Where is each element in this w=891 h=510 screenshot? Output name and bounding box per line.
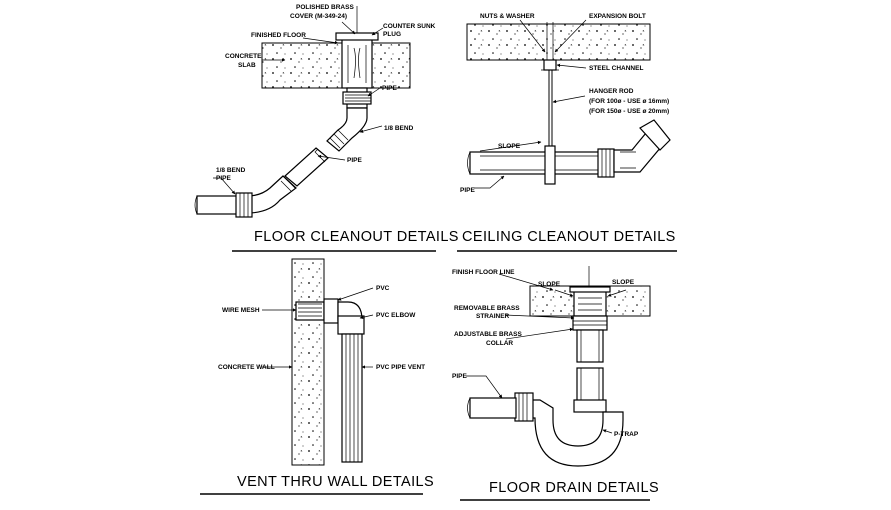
- label-finish-floor-line: FINISH FLOOR LINE: [452, 269, 515, 276]
- cleanout-cap: [639, 119, 671, 151]
- label-plug-2: PLUG: [383, 31, 401, 38]
- label-cover-spec: COVER (M-349-24): [290, 13, 347, 20]
- drain-pipe: [469, 397, 517, 419]
- steel-channel: [543, 59, 557, 71]
- ceiling-cleanout-detail: NUTS & WASHER EXPANSION BOLT STEEL CHANN…: [457, 13, 677, 252]
- brass-cover: [335, 32, 379, 41]
- label-collar-2: COLLAR: [486, 340, 513, 347]
- label-steel-channel: STEEL CHANNEL: [589, 65, 643, 72]
- label-p-trap: P-TRAP: [614, 431, 639, 438]
- title-floor-cleanout: FLOOR CLEANOUT DETAILS: [254, 229, 459, 245]
- label-pipe: PIPE: [460, 187, 475, 194]
- label-pipe: PIPE: [452, 373, 467, 380]
- label-finished-floor: FINISHED FLOOR: [251, 32, 306, 39]
- ceiling-pipe: [469, 151, 606, 175]
- label-pipe-lower: PIPE: [216, 175, 231, 182]
- ceiling-slab: [466, 23, 651, 61]
- label-strainer-2: STRAINER: [476, 313, 510, 320]
- label-pipe-upper: PIPE: [382, 85, 397, 92]
- label-pipe-middle: PIPE: [347, 157, 362, 164]
- label-pvc: PVC: [376, 285, 390, 292]
- label-expansion-bolt: EXPANSION BOLT: [589, 13, 646, 20]
- title-ceiling-cleanout: CEILING CLEANOUT DETAILS: [462, 229, 676, 245]
- brass-collar: [572, 315, 608, 331]
- floor-cleanout-detail: POLISHED BRASS COVER (M-349-24) COUNTER …: [194, 4, 459, 252]
- vent-wall-detail: PVC WIRE MESH PVC ELBOW CONCRETE WALL PV…: [200, 258, 434, 495]
- label-wire-mesh: WIRE MESH: [222, 307, 260, 314]
- title-floor-drain: FLOOR DRAIN DETAILS: [489, 480, 659, 496]
- label-hanger-rod-100: (FOR 100ø - USE ø 16mm): [589, 98, 669, 105]
- label-bend-upper: 1/8 BEND: [384, 125, 414, 132]
- label-hanger-rod: HANGER ROD: [589, 88, 634, 95]
- label-plug: COUNTER SUNK: [383, 23, 436, 30]
- title-vent-wall: VENT THRU WALL DETAILS: [237, 474, 434, 490]
- label-concrete-wall: CONCRETE WALL: [218, 364, 275, 371]
- label-pvc-pipe-vent: PVC PIPE VENT: [376, 364, 425, 371]
- label-slope-left: SLOPE: [538, 281, 561, 288]
- concrete-slab: [261, 42, 411, 89]
- pipe-horizontal: [196, 195, 242, 215]
- pipe-diagonal: [284, 147, 329, 187]
- drain-body: [573, 289, 607, 317]
- bend-lower: [249, 175, 297, 214]
- label-nuts-washer: NUTS & WASHER: [480, 13, 535, 20]
- label-pvc-elbow: PVC ELBOW: [376, 312, 416, 319]
- p-trap: [525, 399, 624, 467]
- bend-upper: [326, 107, 368, 152]
- pipe-clamp: [544, 145, 556, 185]
- label-collar: ADJUSTABLE BRASS: [454, 331, 522, 338]
- cleanout-body: [341, 37, 373, 89]
- label-strainer: REMOVABLE BRASS: [454, 305, 520, 312]
- pvc-sleeve: [295, 301, 325, 321]
- label-cover: POLISHED BRASS: [296, 4, 354, 11]
- concrete-wall: [291, 258, 325, 466]
- label-slope: SLOPE: [498, 143, 521, 150]
- label-slope-right: SLOPE: [612, 279, 635, 286]
- label-bend-lower: 1/8 BEND: [216, 167, 246, 174]
- label-hanger-rod-150: (FOR 150ø - USE ø 20mm): [589, 108, 669, 115]
- label-slab-2: SLAB: [238, 62, 256, 69]
- floor-drain-detail: FINISH FLOOR LINE SLOPE SLOPE REMOVABLE …: [452, 266, 659, 501]
- pvc-pipe-vent: [341, 333, 363, 463]
- label-slab: CONCRETE: [225, 53, 262, 60]
